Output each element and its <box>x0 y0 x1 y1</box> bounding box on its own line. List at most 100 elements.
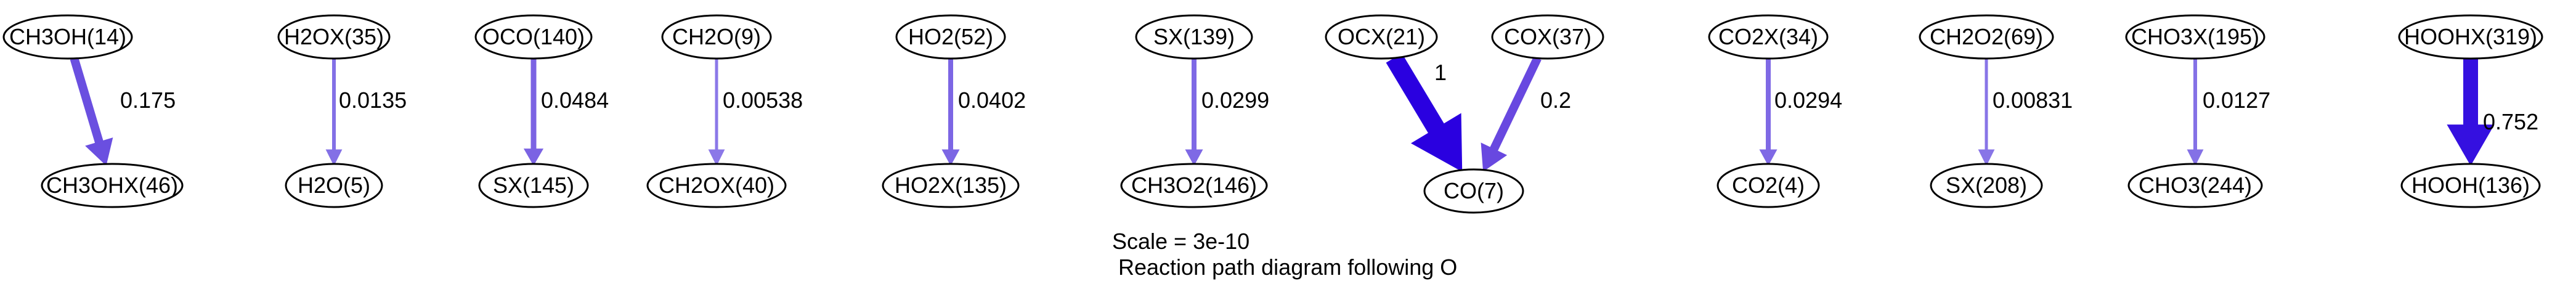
node-ellipse <box>1135 14 1253 60</box>
arrowhead-icon <box>941 149 960 166</box>
node-h2ox: H2OX(35) <box>277 14 391 60</box>
arrowhead-icon <box>2187 149 2204 166</box>
edge-ho2-to-ho2x: 0.0402 <box>941 59 1026 166</box>
node-label: HOOH(136) <box>2411 173 2530 198</box>
diagram-title: Reaction path diagram following O <box>1112 254 1457 280</box>
node-co2: CO2(4) <box>1717 163 1820 208</box>
node-ch2ox: CH2OX(40) <box>646 163 787 208</box>
node-label: CO2(4) <box>1732 173 1805 198</box>
node-ellipse <box>1717 163 1820 208</box>
node-ellipse <box>478 163 589 208</box>
node-cho3x: CHO3X(195) <box>2125 14 2265 60</box>
nodes-layer: CH3OH(14) CH3OHX(46) H2OX(35) H2O(5) OCO(140… <box>2 14 2543 214</box>
node-cox: COX(37) <box>1491 14 1604 60</box>
node-co: CO(7) <box>1423 168 1524 214</box>
node-ellipse <box>1708 14 1829 60</box>
arrowhead-icon <box>1978 149 1995 166</box>
node-ch3oh: CH3OH(14) <box>2 14 133 60</box>
node-ellipse <box>882 163 1020 208</box>
node-ellipse <box>895 14 1006 60</box>
node-label: SX(145) <box>493 173 574 198</box>
edge-cox-to-co: 0.2 <box>1481 56 1571 172</box>
arrowhead-icon <box>523 149 544 166</box>
edge-label: 0.0127 <box>2203 88 2270 113</box>
node-ellipse <box>285 163 383 208</box>
node-label: CO2X(34) <box>1718 24 1818 49</box>
node-label: H2O(5) <box>298 173 370 198</box>
node-ch3ohx: CH3OHX(46) <box>41 163 184 208</box>
arrowhead-icon <box>708 149 725 166</box>
edge-ocx-to-co: 1 <box>1386 53 1463 172</box>
caption: Scale = 3e-10 Reaction path diagram foll… <box>1112 229 1457 280</box>
arrowhead-icon <box>325 149 343 166</box>
node-label: H2OX(35) <box>284 24 384 49</box>
node-co2x: CO2X(34) <box>1708 14 1829 60</box>
node-label: CH2O2(69) <box>1930 24 2043 49</box>
node-label: CH2OX(40) <box>659 173 774 198</box>
edge-ch3oh-to-ch3ohx: 0.175 <box>70 57 176 166</box>
arrowhead-icon <box>2447 124 2495 166</box>
node-hooh: HOOH(136) <box>2400 163 2541 208</box>
edge-cho3x-to-cho3: 0.0127 <box>2187 59 2270 166</box>
node-label: CO(7) <box>1444 178 1504 203</box>
node-ho2x: HO2X(135) <box>882 163 1020 208</box>
edge-h2ox-to-h2o: 0.0135 <box>325 59 407 166</box>
node-h2o: H2O(5) <box>285 163 383 208</box>
node-ch2o2: CH2O2(69) <box>1919 14 2054 60</box>
edge-ch2o2-to-sx208: 0.00831 <box>1978 59 2073 166</box>
node-ellipse <box>277 14 391 60</box>
edge-label: 0.0484 <box>541 88 609 113</box>
edge-line <box>1489 56 1542 152</box>
node-label: CHO3(244) <box>2139 173 2252 198</box>
node-ellipse <box>41 163 184 208</box>
edge-line <box>70 57 104 144</box>
edge-hoohx-to-hooh: 0.752 <box>2447 59 2538 166</box>
node-ellipse <box>2125 14 2265 60</box>
node-label: CH3OHX(46) <box>46 173 178 198</box>
edge-label: 0.2 <box>1540 88 1571 113</box>
arrowhead-icon <box>1759 149 1778 166</box>
edge-label: 0.00538 <box>723 88 803 113</box>
arrowhead-icon <box>85 137 113 166</box>
node-label: SX(139) <box>1153 24 1235 49</box>
node-ellipse <box>1930 163 2043 208</box>
node-ellipse <box>2127 163 2263 208</box>
node-label: CH3OH(14) <box>9 24 126 49</box>
scale-caption: Scale = 3e-10 <box>1112 229 1249 254</box>
edges-layer: 0.175 0.0135 0.0484 0.00538 0.0402 0.0299 1 0.2… <box>70 53 2538 172</box>
node-ellipse <box>1120 163 1268 208</box>
node-label: HO2X(135) <box>895 173 1007 198</box>
edge-label: 0.00831 <box>1993 88 2073 113</box>
node-ellipse <box>1919 14 2054 60</box>
node-ch2o: CH2O(9) <box>661 14 772 60</box>
edge-ch2o-to-ch2ox: 0.00538 <box>708 59 803 166</box>
node-sx208: SX(208) <box>1930 163 2043 208</box>
node-ellipse <box>646 163 787 208</box>
node-ellipse <box>2398 14 2543 60</box>
node-label: OCO(140) <box>482 24 585 49</box>
node-ellipse <box>1423 168 1524 214</box>
edge-oco-to-sx145: 0.0484 <box>523 59 609 166</box>
node-label: CH2O(9) <box>672 24 761 49</box>
arrowhead-icon <box>1481 142 1508 172</box>
node-sx139: SX(139) <box>1135 14 1253 60</box>
node-label: HO2(52) <box>908 24 993 49</box>
edge-label: 0.0402 <box>958 88 1026 113</box>
edge-label: 0.0299 <box>1201 88 1269 113</box>
node-ho2: HO2(52) <box>895 14 1006 60</box>
edge-label: 0.0135 <box>339 88 407 113</box>
node-ellipse <box>474 14 593 60</box>
edge-sx139-to-ch3o2: 0.0299 <box>1185 59 1269 166</box>
edge-label: 1 <box>1434 60 1447 85</box>
node-ellipse <box>2400 163 2541 208</box>
node-label: CHO3X(195) <box>2131 24 2259 49</box>
node-cho3: CHO3(244) <box>2127 163 2263 208</box>
node-ellipse <box>1491 14 1604 60</box>
node-oco: OCO(140) <box>474 14 593 60</box>
arrowhead-icon <box>1410 113 1463 172</box>
edge-line <box>1386 53 1445 134</box>
node-ellipse <box>2 14 133 60</box>
edge-label: 0.175 <box>120 88 176 113</box>
node-ocx: OCX(21) <box>1325 14 1438 60</box>
